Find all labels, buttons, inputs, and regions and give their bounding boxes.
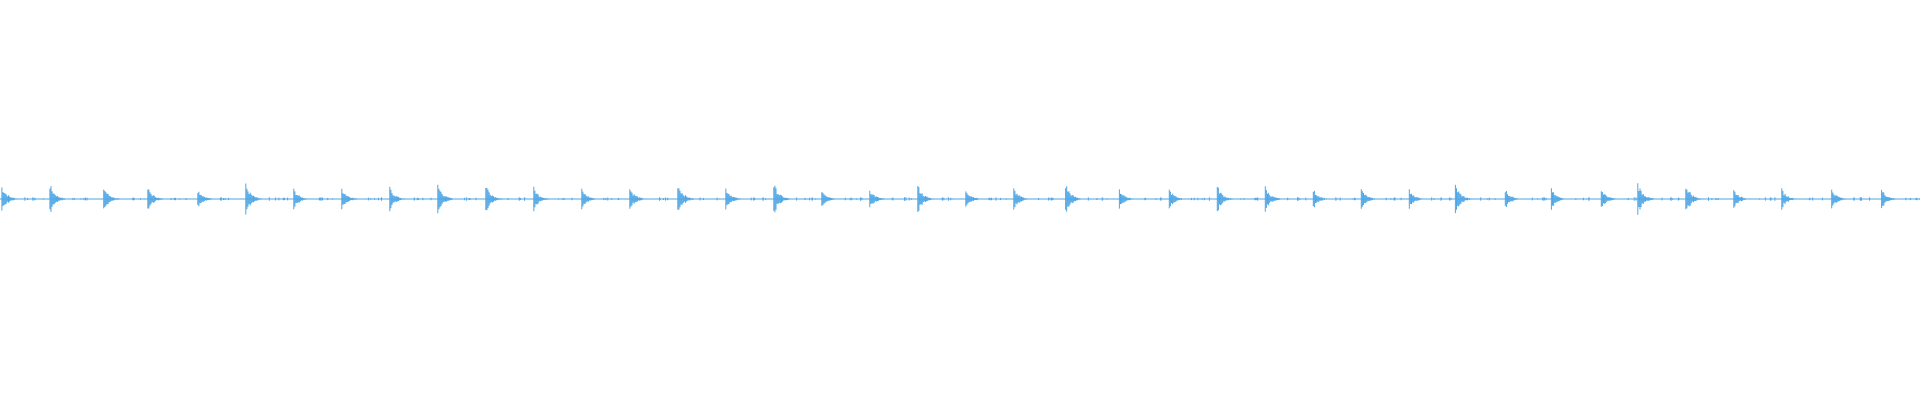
waveform-noise xyxy=(1480,197,1496,201)
waveform-transient xyxy=(389,186,408,212)
waveform-transient xyxy=(1504,191,1523,207)
waveform-transient xyxy=(581,188,601,210)
waveform-transient xyxy=(245,183,265,215)
waveform-noise xyxy=(1531,197,1547,201)
waveform-noise xyxy=(413,197,432,201)
waveform-transient xyxy=(965,191,988,207)
waveform-transient xyxy=(1118,189,1143,209)
waveform-noise xyxy=(170,197,188,201)
waveform-transient xyxy=(341,188,365,210)
waveform-transient xyxy=(1600,191,1621,207)
waveform-noise xyxy=(1905,197,1920,201)
waveform-noise xyxy=(1759,197,1776,201)
waveform-noise xyxy=(24,197,44,201)
waveform-noise xyxy=(1431,197,1452,201)
waveform-noise xyxy=(750,197,767,201)
waveform-transient xyxy=(437,184,461,214)
waveform-noise xyxy=(1287,197,1307,201)
waveform-transient xyxy=(1408,189,1432,209)
waveform-transient xyxy=(629,189,645,209)
waveform-noise xyxy=(72,197,88,201)
waveform-noise xyxy=(1038,197,1054,201)
waveform-noise xyxy=(699,197,721,201)
waveform-transient xyxy=(1216,186,1234,212)
waveform-transient xyxy=(869,190,887,208)
waveform-noise xyxy=(1385,197,1402,201)
waveform-transient xyxy=(677,188,699,210)
waveform-noise xyxy=(1335,197,1356,201)
waveform-noise xyxy=(1144,197,1162,201)
waveform-transient xyxy=(1781,188,1798,210)
waveform-noise xyxy=(988,197,1007,201)
waveform-noise xyxy=(1575,197,1590,201)
waveform-transients xyxy=(1,183,1920,215)
waveform-noise xyxy=(268,197,289,201)
waveform-transient xyxy=(1,187,22,211)
waveform-noise xyxy=(1190,197,1210,201)
waveform-noise xyxy=(132,197,146,201)
waveform-transient xyxy=(1360,189,1378,209)
waveform-noise xyxy=(1087,197,1108,201)
waveform-noise xyxy=(891,197,912,201)
waveform-transient xyxy=(1312,190,1337,208)
waveform-noise xyxy=(1661,197,1680,201)
waveform-transient xyxy=(1881,189,1899,209)
waveform-transient xyxy=(1013,188,1036,210)
waveform-transient xyxy=(293,188,313,210)
waveform-noise xyxy=(464,197,477,201)
waveform-transient xyxy=(147,189,172,209)
waveform-noise xyxy=(318,197,333,201)
waveform-transient xyxy=(49,186,67,212)
waveform-noise xyxy=(219,197,230,201)
waveform-noise xyxy=(507,197,526,201)
waveform-noise xyxy=(844,197,863,201)
waveform-noise xyxy=(1708,197,1719,201)
waveform-transient xyxy=(1550,188,1569,210)
waveform-transient xyxy=(1637,183,1654,215)
waveform-transient xyxy=(1168,189,1186,209)
waveform-transient xyxy=(725,188,747,210)
waveform-transient xyxy=(917,186,935,212)
waveform-noise xyxy=(603,197,620,201)
waveform-transient xyxy=(1264,186,1284,212)
waveform-transient xyxy=(1065,186,1086,212)
waveform-transient xyxy=(533,186,551,212)
waveform-transient xyxy=(821,192,840,206)
waveform-transient xyxy=(103,189,128,209)
waveform-transient xyxy=(1733,190,1755,208)
waveform-noise xyxy=(1240,197,1259,201)
waveform-transient xyxy=(1685,188,1709,210)
waveform-transient xyxy=(1831,189,1852,209)
waveform-noise xyxy=(558,197,573,201)
waveform-noise xyxy=(1853,197,1871,201)
waveform-transient xyxy=(773,185,791,213)
waveform-noise xyxy=(659,197,669,201)
waveform-noise xyxy=(796,197,817,201)
waveform-transient xyxy=(485,187,507,211)
waveform-noise xyxy=(941,197,954,201)
waveform-noise xyxy=(367,197,382,201)
waveform-noise xyxy=(1808,197,1823,201)
waveform-transient xyxy=(197,191,214,207)
waveform-transient xyxy=(1454,184,1478,214)
